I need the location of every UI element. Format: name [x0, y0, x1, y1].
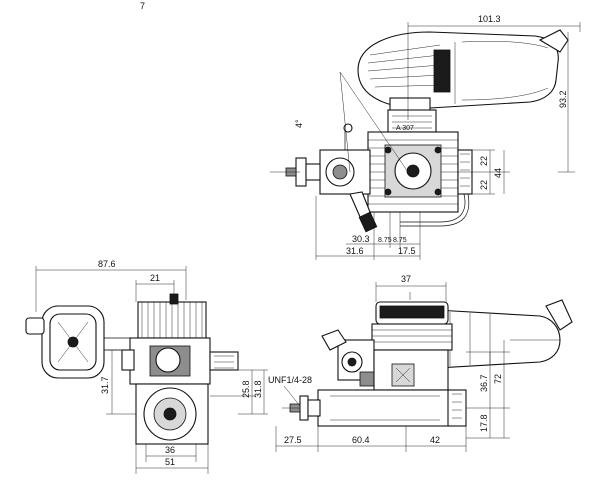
side-view-carburetor: [321, 329, 375, 387]
top-view-muffler: [357, 29, 569, 115]
rear-dim-base-outer: 51: [165, 457, 175, 467]
side-view: 37 UNF1/4-28 36.7 72 17.8 27.5 60.4 42: [268, 274, 573, 452]
rear-view-crankcase: [121, 337, 239, 385]
rear-dim-left-height: 31.7: [100, 376, 110, 394]
top-dim-angle: 4°: [294, 119, 304, 128]
top-dim-height: 93.2: [558, 90, 568, 108]
rear-dim-right-a: 25.8: [241, 380, 251, 398]
top-dim-d: 31.6: [346, 246, 364, 256]
rear-view-backplate: [135, 383, 209, 445]
rear-view-muffler: [25, 305, 136, 379]
side-view-head: [371, 301, 453, 351]
corner-mark: 7: [140, 1, 145, 11]
top-dim-b: 8.75: [378, 237, 392, 244]
rear-dim-width: 87.6: [98, 259, 116, 269]
side-view-crankcase: [317, 349, 467, 427]
top-dim-a: 30.3: [352, 234, 370, 244]
top-view-drive-washer: [270, 157, 321, 187]
muffler-label-plate: [433, 49, 451, 93]
rear-view: 87.6 21 31.7 25.8 31.8 36 51: [25, 259, 268, 474]
side-dim-head-width: 37: [401, 274, 411, 284]
top-view: A 307 101.3: [270, 14, 581, 260]
side-view-drive-washer: [282, 395, 321, 421]
side-dim-bottom-c: 42: [430, 435, 440, 445]
rear-dim-base-inner: 36: [165, 445, 175, 455]
top-dim-length: 101.3: [478, 14, 501, 24]
side-dim-right-b: 72: [493, 374, 503, 384]
side-dim-bottom-a: 27.5: [284, 435, 302, 445]
top-view-cylinder: A 307: [367, 109, 459, 213]
head-marking: A 307: [396, 125, 414, 132]
side-dim-right-c: 17.8: [479, 414, 489, 432]
side-muffler-outlet: [545, 299, 573, 331]
side-thread-label: UNF1/4-28: [268, 375, 312, 385]
rear-dim-head: 21: [150, 273, 160, 283]
rear-dim-right-b: 31.8: [253, 380, 263, 398]
side-dim-right-a: 36.7: [479, 374, 489, 392]
top-dim-upper: 22: [479, 156, 489, 166]
top-dim-total: 44: [493, 168, 503, 178]
rear-view-cylinder: [137, 293, 207, 339]
top-dim-e: 17.5: [398, 246, 416, 256]
top-dim-c: 8.75: [393, 237, 407, 244]
side-dim-bottom-b: 60.4: [352, 435, 370, 445]
top-dim-lower: 22: [479, 180, 489, 190]
